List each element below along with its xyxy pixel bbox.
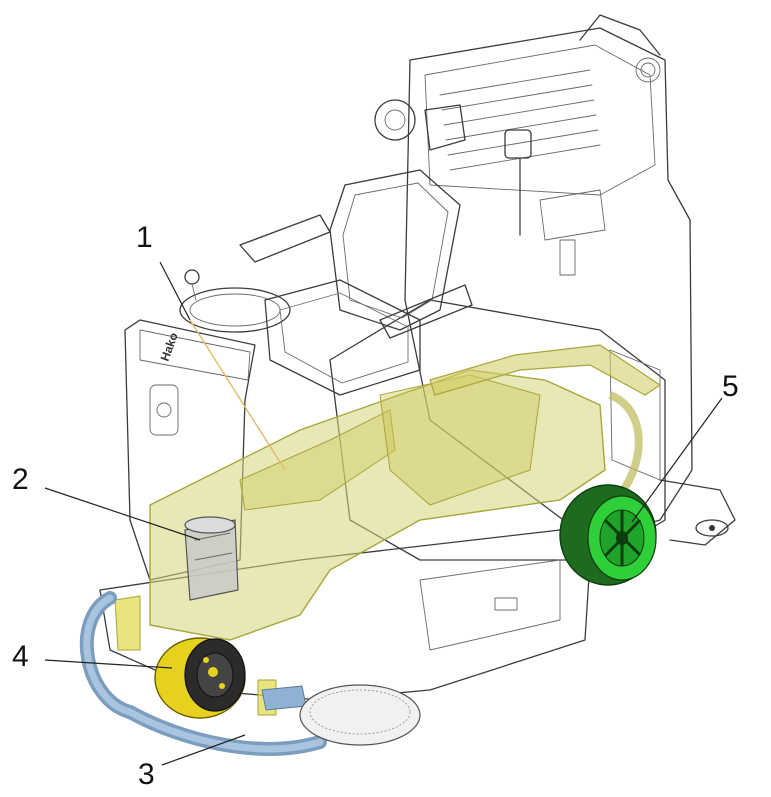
rear-squeegee — [659, 479, 736, 546]
steering-wheel — [179, 287, 291, 333]
leader-line-4 — [44, 659, 173, 669]
callout-3: 3 — [138, 758, 155, 791]
callout-4: 4 — [12, 640, 29, 673]
callout-2: 2 — [12, 463, 29, 496]
side-brush — [299, 684, 421, 746]
rear-tube-frame — [429, 344, 662, 396]
brand-logo: Hako — [158, 331, 181, 363]
steering-drive-wheel — [154, 637, 246, 719]
leader-lines — [44, 261, 723, 766]
leader-line-3 — [161, 734, 246, 766]
operator-seat — [239, 169, 473, 396]
callout-5: 5 — [722, 370, 739, 403]
callout-1: 1 — [136, 221, 153, 254]
leader-line-5 — [631, 397, 723, 523]
leader-line-1-inner — [189, 319, 286, 471]
drive-motor — [184, 516, 239, 601]
rear-wheel — [559, 484, 657, 586]
main-frame — [114, 344, 662, 716]
leader-line-1 — [159, 261, 191, 321]
machine-body: Hako — [99, 14, 693, 701]
leader-line-2 — [44, 487, 201, 541]
tank-handle — [579, 14, 661, 56]
rear-tank-hood — [404, 27, 693, 541]
base-skirt — [99, 529, 591, 701]
